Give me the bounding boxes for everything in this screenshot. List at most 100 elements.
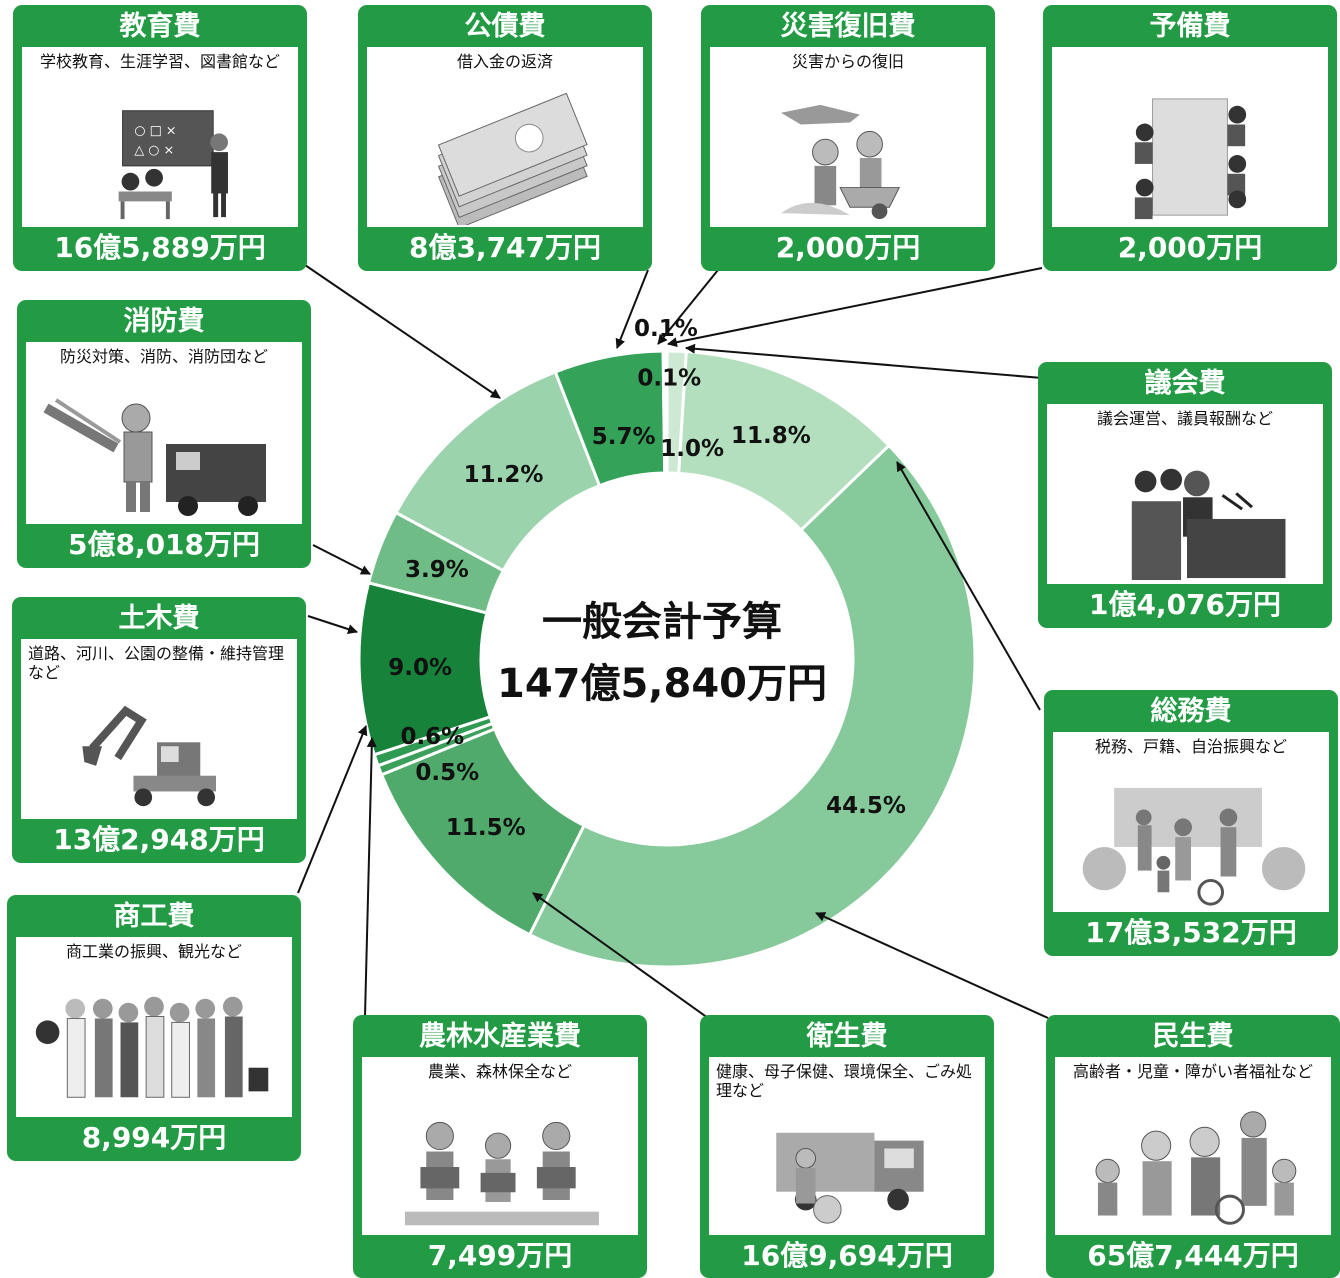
card-amount: 17億3,532万円 bbox=[1085, 916, 1297, 949]
card-body: 議会運営、議員報酬など bbox=[1047, 404, 1323, 584]
farmers-illustration bbox=[362, 1103, 638, 1233]
percent-label-予備費: 0.1% bbox=[634, 316, 698, 342]
card-shoukou: 商工費 商工業の振興、観光など 8,994万円 bbox=[7, 895, 301, 1161]
card-gikai: 議会費 議会運営、議員報酬など 1億4,076万円 bbox=[1038, 362, 1332, 628]
arrow-shoubou bbox=[312, 544, 371, 575]
garbage-truck-illustration bbox=[709, 1119, 985, 1233]
percent-label-商工費: 0.6% bbox=[400, 724, 464, 750]
card-amount: 16億9,694万円 bbox=[741, 1239, 953, 1272]
disaster-recovery-illustration bbox=[710, 93, 986, 225]
card-title: 公債費 bbox=[464, 11, 546, 42]
card-description: 災害からの復旧 bbox=[791, 52, 904, 71]
percent-label-民生費: 44.5% bbox=[826, 793, 906, 819]
card-body: 防災対策、消防、消防団など bbox=[26, 342, 302, 524]
card-title: 土木費 bbox=[118, 603, 200, 634]
card-amount: 7,499万円 bbox=[427, 1239, 573, 1272]
card-body: 税務、戸籍、自治振興など bbox=[1053, 732, 1329, 912]
percent-label-公債費: 5.7% bbox=[592, 424, 656, 450]
card-amount: 1億4,076万円 bbox=[1088, 588, 1282, 621]
card-minsei: 民生費 高齢者・児童・障がい者福祉など 65億7,444万円 bbox=[1046, 1015, 1340, 1278]
card-description: 道路、河川、公園の整備・維持管理など bbox=[28, 644, 285, 682]
card-title: 総務費 bbox=[1150, 696, 1232, 727]
arrow-kyouiku bbox=[304, 264, 501, 399]
card-title: 民生費 bbox=[1152, 1021, 1234, 1052]
card-description: 商工業の振興、観光など bbox=[65, 942, 242, 961]
percent-label-災害復旧費: 0.1% bbox=[637, 365, 701, 391]
chart-title: 一般会計予算 bbox=[542, 599, 782, 645]
percent-label-消防費: 3.9% bbox=[405, 557, 469, 583]
card-amount: 5億8,018万円 bbox=[67, 528, 261, 561]
card-body: 学校教育、生涯学習、図書館など ○ □ ×△ ○ × bbox=[22, 47, 298, 227]
card-body: 高齢者・児童・障がい者福祉など bbox=[1055, 1057, 1331, 1235]
percent-label-議会費: 1.0% bbox=[660, 436, 724, 462]
card-amount: 8億3,747万円 bbox=[408, 231, 602, 264]
card-description: 税務、戸籍、自治振興など bbox=[1094, 737, 1287, 756]
slice-民生費 bbox=[527, 443, 977, 969]
card-title: 商工費 bbox=[113, 901, 195, 932]
card-amount: 2,000万円 bbox=[1117, 231, 1263, 264]
meeting-illustration bbox=[1052, 93, 1328, 225]
card-eisei: 衛生費 健康、母子保健、環境保全、ごみ処理など 16億9,694万円 bbox=[700, 1015, 994, 1278]
excavator-illustration bbox=[21, 703, 297, 817]
card-title: 農林水産業費 bbox=[419, 1021, 581, 1052]
banknotes-illustration bbox=[367, 92, 643, 227]
card-title: 予備費 bbox=[1149, 11, 1231, 42]
card-saigai: 災害復旧費 災害からの復旧 2,000万円 bbox=[701, 5, 995, 271]
card-description: 農業、森林保全など bbox=[427, 1062, 572, 1081]
card-title: 教育費 bbox=[119, 11, 201, 42]
card-doboku: 土木費 道路、河川、公園の整備・維持管理など 13億2,948万円 bbox=[12, 597, 306, 863]
classroom-illustration: ○ □ ×△ ○ × bbox=[22, 93, 298, 225]
card-description bbox=[1052, 47, 1328, 52]
card-description: 健康、母子保健、環境保全、ごみ処理など bbox=[716, 1062, 973, 1100]
percent-label-農林水産業費: 0.5% bbox=[415, 760, 479, 786]
arrow-minsei bbox=[815, 912, 1049, 1019]
arrow-doboku bbox=[307, 615, 358, 634]
arrow-saigai bbox=[657, 269, 719, 345]
community-illustration bbox=[1053, 778, 1329, 910]
percent-label-総務費: 11.8% bbox=[731, 423, 811, 449]
card-title: 議会費 bbox=[1144, 368, 1226, 399]
card-amount: 8,994万円 bbox=[81, 1121, 227, 1154]
card-body bbox=[1052, 47, 1328, 227]
slice-予備費 bbox=[663, 349, 669, 475]
percent-label-衛生費: 11.5% bbox=[446, 815, 526, 841]
card-yobi: 予備費 2,000万円 bbox=[1043, 5, 1337, 271]
chart-total: 147億5,840万円 bbox=[497, 661, 827, 707]
card-body: 道路、河川、公園の整備・維持管理など bbox=[21, 639, 297, 819]
arrow-gikai bbox=[685, 343, 1043, 379]
arrow-yobi bbox=[667, 267, 1043, 348]
card-body: 健康、母子保健、環境保全、ごみ処理など bbox=[709, 1057, 985, 1235]
arrow-shoukou bbox=[297, 725, 368, 894]
arrow-eisei bbox=[532, 892, 709, 1019]
percent-labels: 1.0% 11.8% 44.5% 11.5% 0.5% 0.6% 9.0% 3.9% 11.2%… bbox=[388, 316, 906, 841]
card-amount: 13億2,948万円 bbox=[53, 823, 265, 856]
arrow-soumu bbox=[896, 461, 1041, 711]
firefighter-illustration bbox=[26, 388, 302, 522]
card-title: 消防費 bbox=[123, 306, 205, 337]
card-amount: 16億5,889万円 bbox=[54, 231, 266, 264]
arrow-nourin bbox=[364, 737, 377, 1017]
card-title: 災害復旧費 bbox=[780, 11, 916, 42]
donut-slices bbox=[357, 349, 977, 969]
workers-illustration bbox=[16, 983, 292, 1115]
card-nourin: 農林水産業費 農業、森林保全など 7,499万円 bbox=[353, 1015, 647, 1278]
card-description: 借入金の返済 bbox=[456, 52, 553, 71]
card-title: 衛生費 bbox=[806, 1021, 888, 1052]
card-shoubou: 消防費 防災対策、消防、消防団など 5億8,018万円 bbox=[17, 300, 311, 568]
card-body: 農業、森林保全など bbox=[362, 1057, 638, 1235]
welfare-illustration bbox=[1055, 1103, 1331, 1233]
card-amount: 65億7,444万円 bbox=[1087, 1239, 1299, 1272]
card-kyouiku: 教育費 学校教育、生涯学習、図書館など ○ □ ×△ ○ × 16億5,889万… bbox=[13, 5, 307, 271]
card-description: 議会運営、議員報酬など bbox=[1096, 409, 1273, 428]
card-description: 学校教育、生涯学習、図書館など bbox=[39, 52, 280, 71]
card-body: 災害からの復旧 bbox=[710, 47, 986, 227]
svg-text:△ ○ ×: △ ○ × bbox=[134, 143, 174, 158]
card-description: 防災対策、消防、消防団など bbox=[59, 347, 268, 366]
percent-label-教育費: 11.2% bbox=[464, 462, 544, 488]
percent-label-土木費: 9.0% bbox=[388, 655, 452, 681]
card-body: 借入金の返済 bbox=[367, 47, 643, 227]
card-amount: 2,000万円 bbox=[775, 231, 921, 264]
card-soumu: 総務費 税務、戸籍、自治振興など 17億3,532万円 bbox=[1044, 690, 1338, 956]
card-body: 商工業の振興、観光など bbox=[16, 937, 292, 1117]
